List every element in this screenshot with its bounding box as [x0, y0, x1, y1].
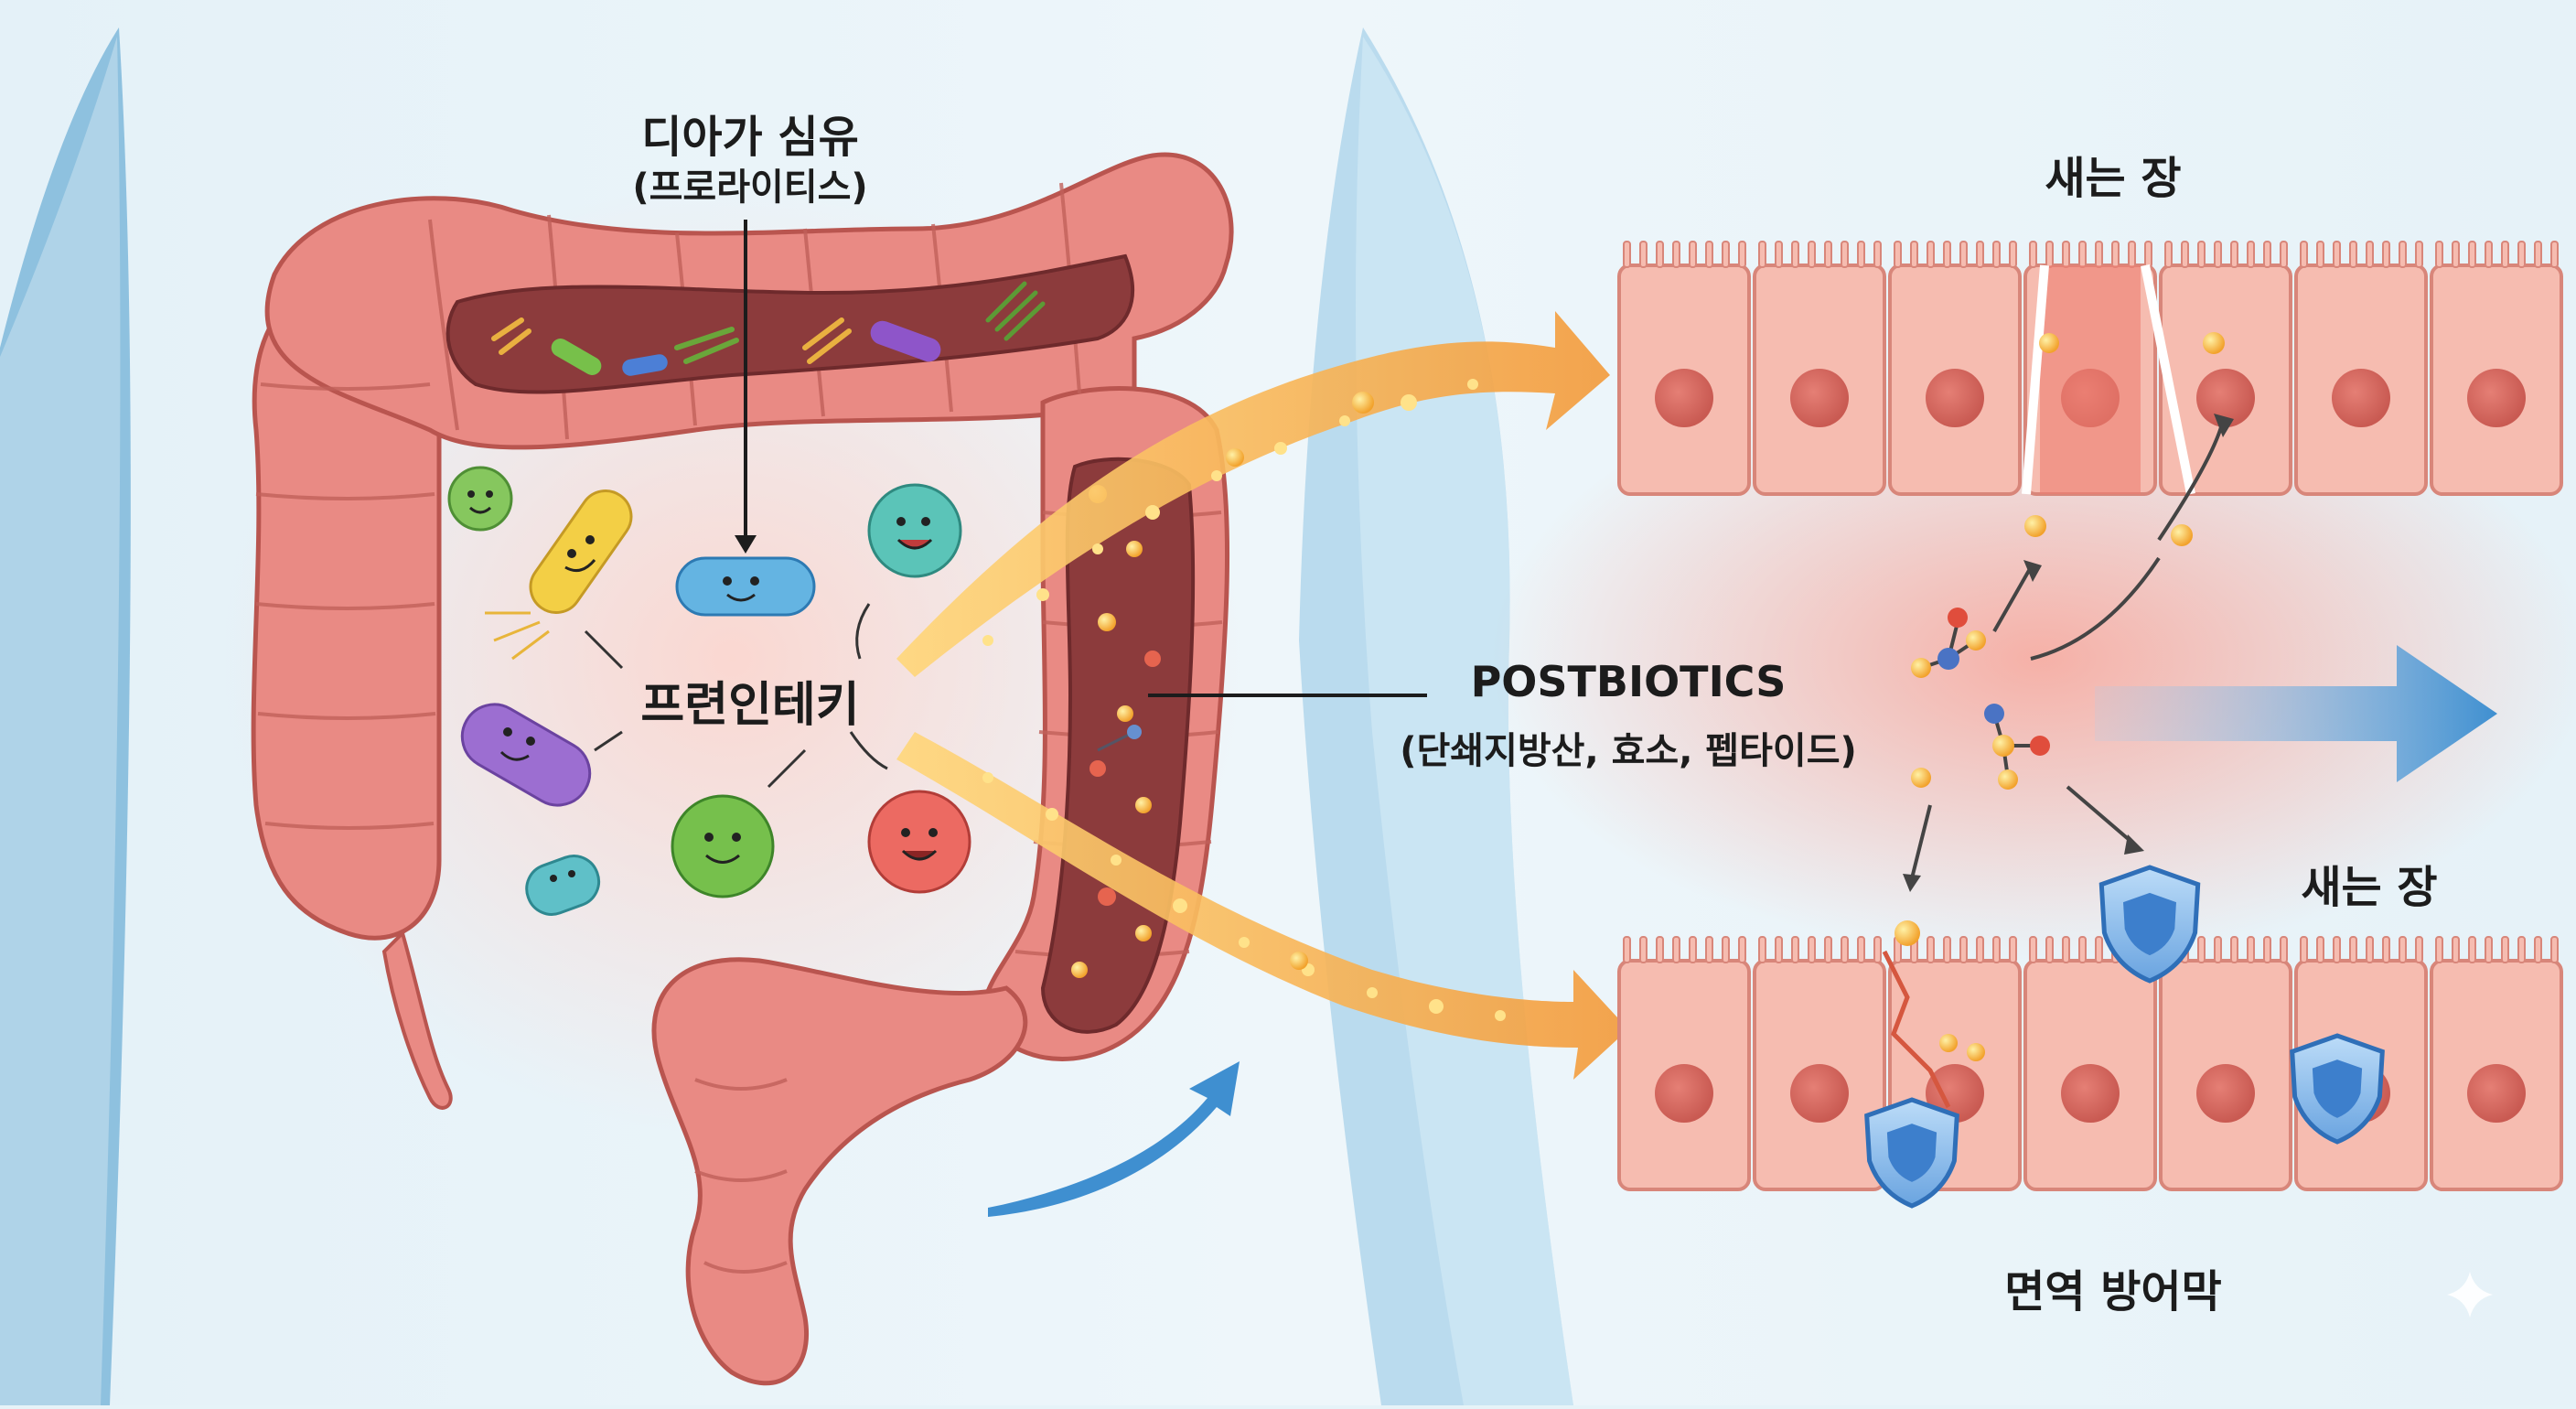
bacteria-icon: [485, 489, 633, 661]
cell-nucleus: [2467, 1064, 2526, 1123]
immune-barrier-label: 면역 방어막: [2004, 1266, 2222, 1318]
cell-nucleus: [2196, 1064, 2255, 1123]
blue-arrow-right: [2095, 645, 2497, 782]
bacteria-icon: [867, 790, 971, 894]
damaged-cell: [2040, 265, 2141, 494]
leaky-gut-label-top: 새는 장: [2045, 153, 2182, 204]
fiber-strands: [491, 281, 1046, 376]
cell-nucleus: [2467, 369, 2526, 427]
bacteria-icon: [671, 794, 775, 898]
molecule-icon: [1984, 704, 2050, 790]
large-intestine: [251, 152, 1234, 1386]
probiotic-bacteria: [447, 466, 971, 916]
postbiotics-label: POSTBIOTICS: [1470, 657, 1787, 706]
cell-nucleus: [1655, 369, 1713, 427]
sparkle-icon: [2447, 1272, 2493, 1318]
cell-nucleus: [2061, 1064, 2120, 1123]
bacteria-icon: [460, 703, 592, 807]
probiotics-label: 프련인테키: [640, 678, 860, 733]
cell-nucleus: [1790, 369, 1849, 427]
postbiotic-flow: [896, 311, 1628, 1080]
cell-nucleus: [2332, 369, 2390, 427]
cell-nucleus: [1655, 1064, 1713, 1123]
cell-nucleus: [1790, 1064, 1849, 1123]
fiber-label: 디아가 심유: [641, 112, 859, 163]
fiber-sublabel: (프로라이티스): [632, 167, 868, 209]
blue-arrow-lower: [988, 1061, 1240, 1217]
molecule-icon: [1911, 608, 1986, 678]
epithelium-top: [1617, 241, 2563, 496]
barrier-crack: [1882, 950, 1951, 1109]
shield-icon: [2290, 1033, 2385, 1145]
shield-icon: [2098, 865, 2201, 984]
cell-nucleus: [1926, 369, 1984, 427]
probiotic-arrows: [584, 603, 888, 789]
epithelium-bottom: [1617, 936, 2563, 1191]
leaky-gut-label-right: 새는 장: [2301, 862, 2438, 913]
cell-nucleus: [2196, 369, 2255, 427]
bacteria-icon: [675, 556, 816, 617]
bacteria-icon: [525, 855, 601, 916]
colon-interior-top: [445, 253, 1134, 394]
molecule-cluster: [1071, 485, 1161, 978]
shield-icon: [1864, 1097, 1959, 1209]
postbiotics-sublabel: (단쇄지방산, 효소, 펩타이드): [1400, 730, 1857, 772]
bacteria-icon: [867, 483, 962, 578]
bacteria-icon: [447, 466, 513, 532]
